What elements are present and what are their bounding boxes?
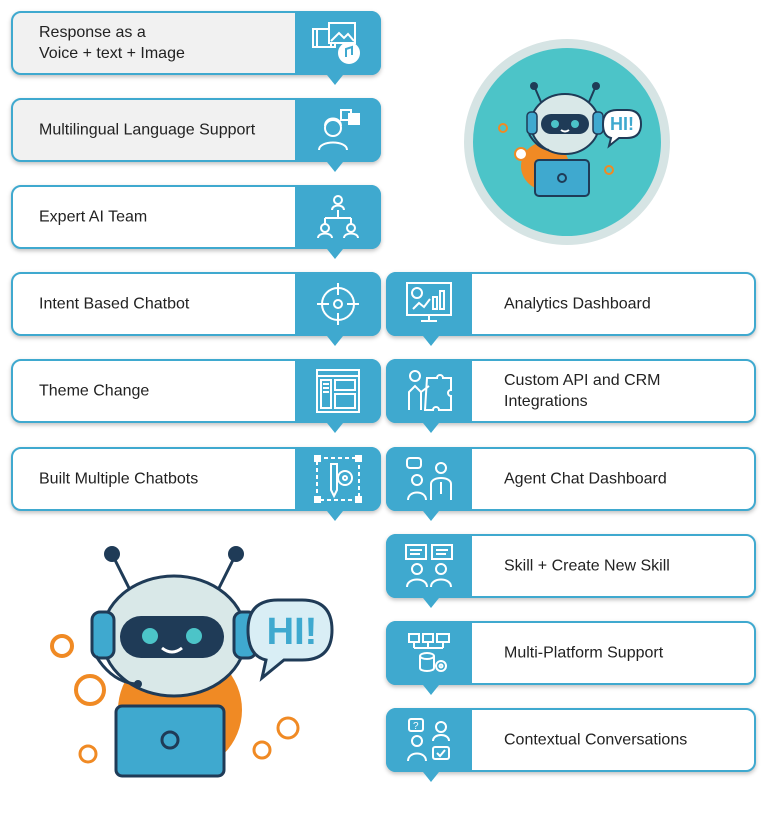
speech-text: HI! bbox=[610, 114, 634, 134]
feature-card-theme-change: Theme Change bbox=[11, 359, 381, 423]
translator-icon bbox=[318, 109, 360, 151]
feature-label: Contextual Conversations bbox=[504, 731, 688, 749]
feature-card-multiple-chatbots: Built Multiple Chatbots bbox=[11, 447, 381, 511]
feature-card-multilingual: Multilingual Language Support bbox=[11, 98, 381, 162]
feature-label: Theme Change bbox=[39, 382, 150, 400]
feature-label: Analytics Dashboard bbox=[504, 295, 651, 313]
layout-icon bbox=[316, 369, 360, 413]
feature-label: Multi-Platform Support bbox=[504, 644, 664, 662]
conversation-icon: ? bbox=[407, 718, 450, 762]
feature-card-contextual: ? Contextual Conversations bbox=[386, 708, 756, 772]
org-chart-icon bbox=[317, 195, 359, 239]
robot-mascot-small: HI! bbox=[464, 39, 670, 245]
feature-label: Built Multiple Chatbots bbox=[39, 470, 199, 488]
feature-label: Custom API and CRM Integrations bbox=[504, 372, 661, 410]
feature-card-api-crm: Custom API and CRM Integrations bbox=[386, 359, 756, 423]
feature-card-analytics: Analytics Dashboard bbox=[386, 272, 756, 336]
feature-card-agent-chat: Agent Chat Dashboard bbox=[386, 447, 756, 511]
design-tool-icon bbox=[314, 455, 362, 503]
puzzle-icon bbox=[408, 370, 452, 411]
analytics-icon bbox=[406, 282, 452, 322]
robot-mascot-large: HI! bbox=[50, 546, 334, 778]
feature-label: Response as a Voice + text + Image bbox=[39, 24, 185, 62]
feature-card-intent-chatbot: Intent Based Chatbot bbox=[11, 272, 381, 336]
feature-label: Multilingual Language Support bbox=[39, 121, 256, 139]
training-icon bbox=[405, 544, 453, 588]
feature-label: Skill + Create New Skill bbox=[504, 557, 670, 575]
speech-text: HI! bbox=[267, 611, 318, 653]
feature-label: Intent Based Chatbot bbox=[39, 295, 190, 313]
target-icon bbox=[317, 283, 359, 325]
feature-label: Agent Chat Dashboard bbox=[504, 470, 667, 488]
feature-card-skill: Skill + Create New Skill bbox=[386, 534, 756, 598]
agents-chat-icon bbox=[406, 457, 452, 501]
network-icon bbox=[408, 633, 450, 672]
svg-text:?: ? bbox=[413, 721, 419, 732]
feature-card-response-media: Response as a Voice + text + Image bbox=[11, 11, 381, 75]
feature-card-multi-platform: Multi-Platform Support bbox=[386, 621, 756, 685]
feature-label: Expert AI Team bbox=[39, 208, 148, 226]
media-icon bbox=[312, 22, 360, 64]
feature-card-expert-team: Expert AI Team bbox=[11, 185, 381, 249]
